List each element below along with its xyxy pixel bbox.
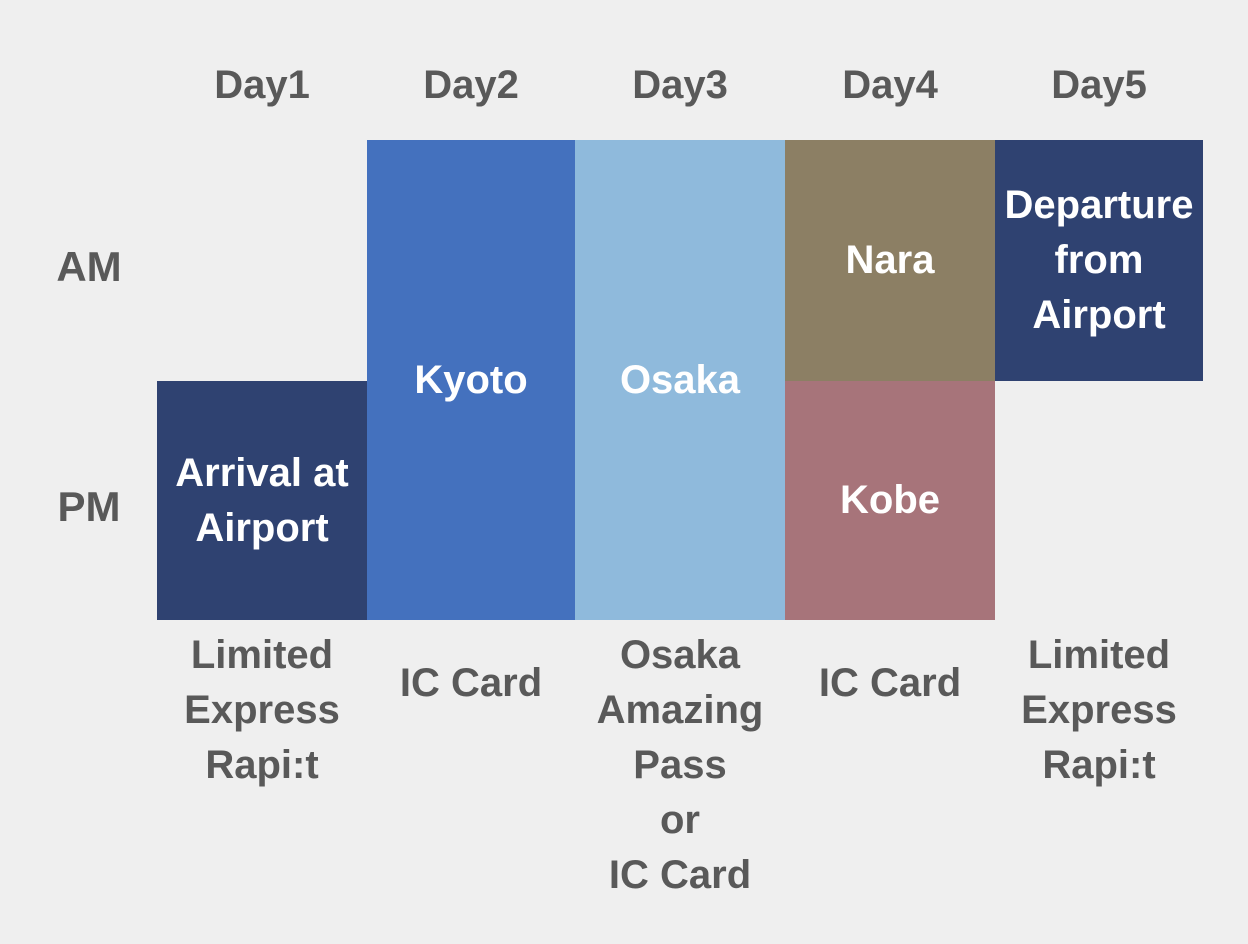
block-nara: Nara: [785, 140, 995, 381]
block-kobe: Kobe: [785, 381, 995, 620]
block-osaka: Osaka: [575, 140, 785, 620]
block-departure-from-airport: Departure from Airport: [995, 140, 1203, 381]
day-header-5: Day5: [1051, 62, 1147, 107]
block-kyoto: Kyoto: [367, 140, 575, 620]
row-label-am: AM: [56, 243, 122, 290]
day-header-3: Day3: [632, 62, 728, 107]
row-label-pm: PM: [57, 483, 121, 530]
block-arrival-at-airport: Arrival at Airport: [157, 381, 367, 620]
day-header-2: Day2: [423, 62, 519, 107]
caption-day2-ic-card: IC Card: [399, 661, 543, 705]
caption-day4-ic-card: IC Card: [818, 661, 962, 705]
day-header-1: Day1: [214, 62, 310, 107]
caption-day3-osaka-amazing-pass: Osaka Amazing Pass or IC Card: [596, 633, 764, 897]
caption-day1-limited-express-rapit: Limited Express Rapi:t: [184, 633, 340, 787]
day-header-4: Day4: [842, 62, 938, 107]
caption-day5-limited-express-rapit: Limited Express Rapi:t: [1021, 633, 1177, 787]
